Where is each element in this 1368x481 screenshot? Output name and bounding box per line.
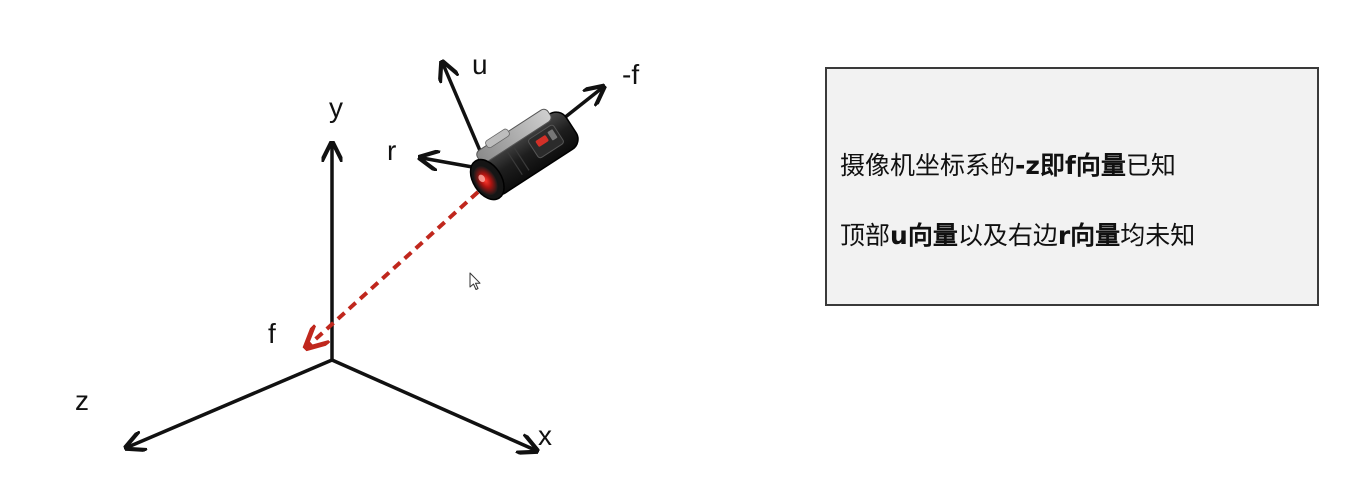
camcorder-icon <box>469 108 579 201</box>
info-text-4: 均未知 <box>1120 221 1196 250</box>
z-axis-label: z <box>75 385 89 416</box>
info-text-2: 已知 <box>1125 151 1176 180</box>
f-vector-label: f <box>268 318 276 349</box>
z-axis <box>128 358 333 447</box>
info-text-2: 以及右边 <box>957 221 1058 250</box>
u-vector-arrow <box>443 64 486 161</box>
info-line-known: 摄像机坐标系的-z即f向量已知 <box>840 149 1317 183</box>
emphasis-text-1: u向量 <box>890 221 958 250</box>
r-vector-label: r <box>387 135 396 166</box>
neg-f-vector-label: -f <box>622 59 639 90</box>
u-vector-label: u <box>472 49 488 80</box>
info-box: 摄像机坐标系的-z即f向量已知 顶部u向量以及右边r向量均未知 <box>825 67 1319 306</box>
info-text-0: 摄像机坐标系的 <box>840 151 1016 180</box>
info-text-0: 顶部 <box>840 221 891 250</box>
r-vector-arrow <box>422 158 479 168</box>
mouse-cursor-icon <box>469 272 481 290</box>
x-axis <box>331 358 535 450</box>
f-vector-arrow <box>308 190 480 346</box>
info-line-unknown: 顶部u向量以及右边r向量均未知 <box>840 219 1317 253</box>
x-axis-label: x <box>538 420 552 451</box>
emphasis-text-3: r向量 <box>1057 221 1121 250</box>
emphasis-text-1: -z即f向量 <box>1015 151 1126 180</box>
y-axis-label: y <box>329 92 343 123</box>
